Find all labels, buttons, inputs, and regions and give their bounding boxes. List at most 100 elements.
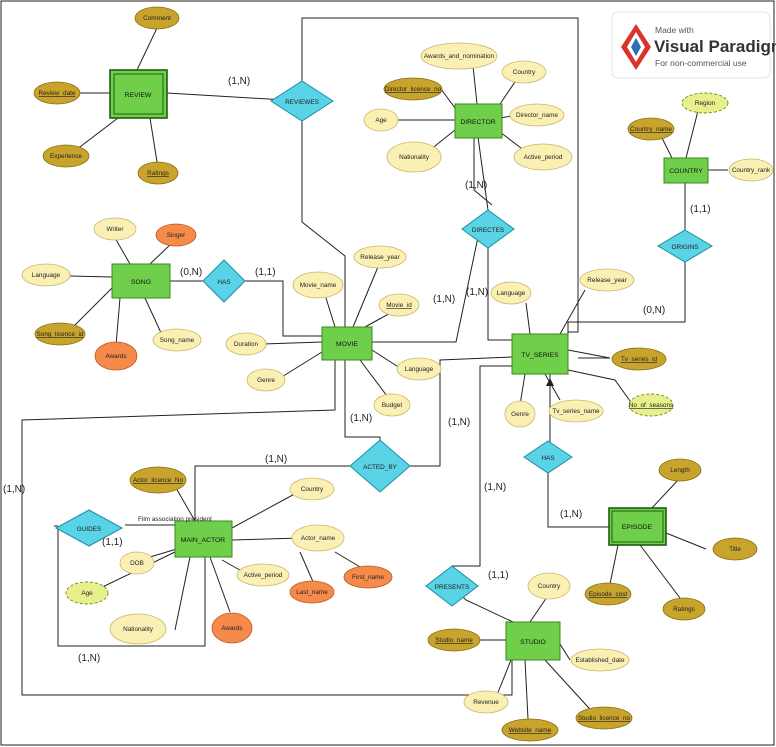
attribute-tv-language[interactable]: Language [490,281,532,305]
attribute-writer[interactable]: Writer [93,217,137,241]
attribute-revenue[interactable]: Revenue [463,690,509,714]
attribute-director-active-period[interactable]: Active_period [513,143,573,171]
relationship-origins[interactable]: ORIGINS [657,229,713,263]
attribute-tv-series-id[interactable]: Tv_series_id [611,347,667,371]
entity-main-actor[interactable]: MAIN_ACTOR [174,520,233,558]
svg-text:Language: Language [32,272,61,279]
attribute-awards-nomination[interactable]: Awards_and_nomination [420,42,498,70]
entity-director[interactable]: DIRECTOR [454,103,503,139]
attribute-no-of-seasons[interactable]: No_of_seasons [628,393,674,417]
attribute-song-awards[interactable]: Awards [94,341,138,371]
attribute-director-age[interactable]: Age [363,108,399,132]
attribute-established-date[interactable]: Established_date [570,648,630,672]
attribute-experience[interactable]: Experience [42,144,90,168]
attribute-song-language[interactable]: Language [21,263,71,287]
svg-text:Awards: Awards [105,353,126,360]
attribute-actor-country[interactable]: Country [289,477,335,501]
svg-text:Tv_series_id: Tv_series_id [621,356,658,363]
attribute-actor-active-period[interactable]: Active_period [236,563,290,587]
attribute-tv-genre[interactable]: Genre [504,400,536,428]
attribute-movie-language[interactable]: Language [396,357,442,381]
svg-text:Studio_name: Studio_name [435,637,473,644]
attribute-episode-ratings[interactable]: Ratings [662,597,706,621]
attribute-movie-release-year[interactable]: Release_year [353,245,407,269]
attribute-studio-country[interactable]: Country [527,572,571,600]
relationship-directes[interactable]: DIRECTES [461,209,515,249]
attribute-comment[interactable]: Comment [134,6,180,30]
entity-tv-series[interactable]: TV_SERIES [511,333,569,375]
attribute-first-name[interactable]: First_name [343,565,393,589]
attribute-actor-awards[interactable]: Awards [211,612,253,644]
relationship-acted-by[interactable]: ACTED_BY [349,439,411,493]
svg-text:Language: Language [405,366,434,373]
attribute-region[interactable]: Region [681,92,729,114]
relationship-presents-label: PRESENTS [435,584,469,591]
relationship-guides[interactable]: GUIDES [54,509,124,547]
attribute-director-nationality[interactable]: Nationality [386,141,442,173]
entity-country[interactable]: COUNTRY [663,157,709,184]
relationship-has-song[interactable]: HAS [202,259,246,303]
attribute-episode-cost[interactable]: Episode_cost [584,582,632,606]
attribute-last-name[interactable]: Last_name [289,580,335,604]
svg-text:Budget: Budget [382,402,402,409]
attribute-actor-nationality[interactable]: Nationality [109,613,167,645]
attribute-song-licence-id[interactable]: Song_licence_id [34,322,86,346]
attribute-actor-licence-no[interactable]: Actor_licence_No [129,466,187,494]
attribute-movie-id[interactable]: Movie_id [378,293,420,317]
relationship-acted-by-label: ACTED_BY [363,464,397,471]
attribute-movie-genre[interactable]: Genre [246,368,286,392]
attribute-dob[interactable]: DOB [119,551,155,575]
svg-text:Review_date: Review_date [39,90,76,97]
svg-text:Actor_name: Actor_name [301,535,336,542]
svg-text:Active_period: Active_period [524,154,563,161]
attribute-actor-age[interactable]: Age [65,581,109,605]
attribute-length[interactable]: Length [658,458,702,482]
attribute-duration[interactable]: Duration [225,332,267,356]
attribute-studio-licence-no[interactable]: Studio_licence_no [575,706,633,730]
cardinality-guides-actor: (1,1) [102,537,123,548]
entity-episode[interactable]: EPISODE [608,507,667,546]
entity-studio[interactable]: STUDIO [505,621,561,661]
attribute-tv-release-year[interactable]: Release_year [579,268,635,292]
attribute-director-name[interactable]: Director_name [509,103,565,127]
attribute-ratings-review[interactable]: Ratings [137,161,179,185]
svg-text:Genre: Genre [257,377,275,384]
relationship-reviewes-label: REVIEWES [285,99,319,106]
attribute-song-name[interactable]: Song_name [152,328,202,352]
entity-movie[interactable]: MOVIE [321,326,373,361]
attribute-tv-series-name[interactable]: Tv_series_name [548,399,604,423]
attribute-director-country[interactable]: Country [501,60,547,84]
relationship-has-episode-label: HAS [541,455,554,462]
svg-text:Country_name: Country_name [630,126,672,133]
svg-text:Website_name: Website_name [509,727,552,734]
svg-text:Director_licence_no: Director_licence_no [385,86,442,93]
svg-text:Established_date: Established_date [575,657,624,664]
attribute-actor-name[interactable]: Actor_name [291,524,345,552]
svg-text:Country: Country [301,486,324,493]
attribute-movie-name[interactable]: Movie_name [292,271,344,299]
attribute-country-rank[interactable]: Country_rank [728,158,774,182]
svg-text:Country_rank: Country_rank [732,167,771,174]
relationship-has-episode[interactable]: HAS [523,440,573,474]
attribute-budget[interactable]: Budget [373,393,411,417]
entity-review[interactable]: REVIEW [109,69,168,119]
cardinality-tv-acted-by: (1,N) [448,417,470,428]
entity-song[interactable]: SONG [111,263,171,299]
attribute-studio-name[interactable]: Studio_name [427,628,481,652]
svg-text:Song_licence_id: Song_licence_id [37,331,84,338]
attribute-review-date[interactable]: Review_date [33,81,81,105]
svg-text:Release_year: Release_year [360,254,400,261]
cardinality-presents-studio: (1,1) [488,570,509,581]
cardinality-movie-acted-by: (1,N) [350,413,372,424]
svg-text:Director_name: Director_name [516,112,558,119]
relationship-presents[interactable]: PRESENTS [425,565,479,607]
svg-text:Awards_and_nomination: Awards_and_nomination [424,53,495,60]
attribute-country-name[interactable]: Country_name [627,117,675,141]
relationship-reviewes[interactable]: REVIEWES [270,80,334,122]
attribute-website-name[interactable]: Website_name [501,718,559,742]
svg-text:Active_period: Active_period [244,572,283,579]
svg-text:Region: Region [695,100,716,107]
attribute-director-licence-no[interactable]: Director_licence_no [383,77,443,101]
attribute-episode-title[interactable]: Title [712,537,758,561]
attribute-singer[interactable]: Singer [155,223,197,247]
